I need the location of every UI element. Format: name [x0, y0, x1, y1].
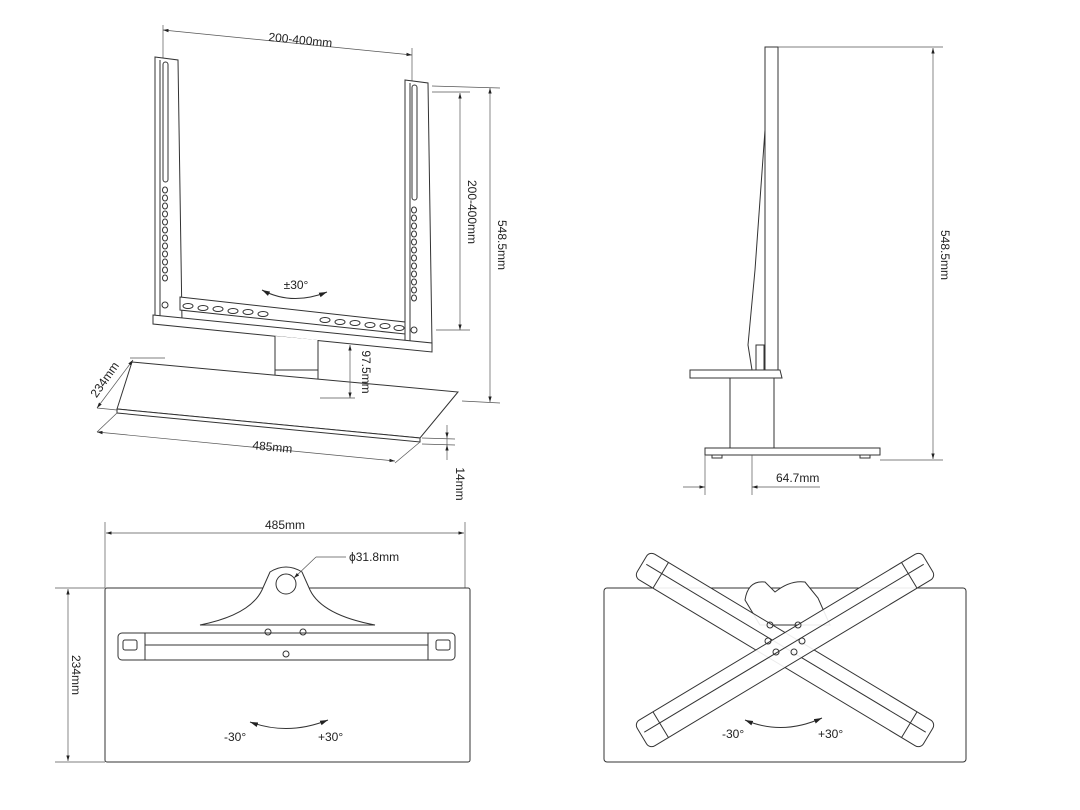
- total-height-label: 548.5mm: [495, 220, 509, 270]
- top-rotation-right-label: +30°: [318, 730, 343, 744]
- rotated-view: -30° +30°: [603, 552, 967, 763]
- height-range-label: 200-400mm: [465, 180, 479, 244]
- base-width-label: 485mm: [252, 438, 293, 456]
- arm-b: [635, 552, 935, 748]
- upright-holes: [161, 186, 418, 334]
- base-depth-label: 234mm: [88, 359, 122, 400]
- side-total-height-label: 548.5mm: [938, 230, 952, 280]
- top-base-depth-label: 234mm: [69, 655, 83, 695]
- top-rotation-left-label: -30°: [224, 730, 246, 744]
- rotated-rotation-right-label: +30°: [818, 727, 843, 741]
- width-range-label: 200-400mm: [268, 30, 333, 50]
- front-view: 200-400mm: [88, 25, 509, 501]
- side-view: 548.5mm 64.7mm: [683, 46, 952, 495]
- base-thickness-label: 14mm: [453, 467, 467, 500]
- top-base-width-label: 485mm: [265, 518, 305, 532]
- right-upright: [404, 79, 433, 346]
- swivel-label: ±30°: [284, 278, 309, 292]
- crossbar: [152, 296, 433, 353]
- width-dimension-line: [162, 28, 413, 57]
- rotation-arrow-icon: [249, 719, 329, 729]
- offset-label: 64.7mm: [776, 471, 819, 485]
- swivel-arrow-icon: [261, 289, 328, 300]
- column-height-label: 97.5mm: [359, 350, 373, 393]
- rotated-rotation-arrow-icon: [744, 717, 823, 728]
- top-view: 485mm 234mm ϕ31.8mm -30° +30°: [55, 518, 471, 763]
- rotated-rotation-left-label: -30°: [722, 727, 744, 741]
- mount-bracket: [117, 566, 456, 661]
- pole-diameter-label: ϕ31.8mm: [349, 550, 399, 564]
- left-upright: [154, 56, 183, 323]
